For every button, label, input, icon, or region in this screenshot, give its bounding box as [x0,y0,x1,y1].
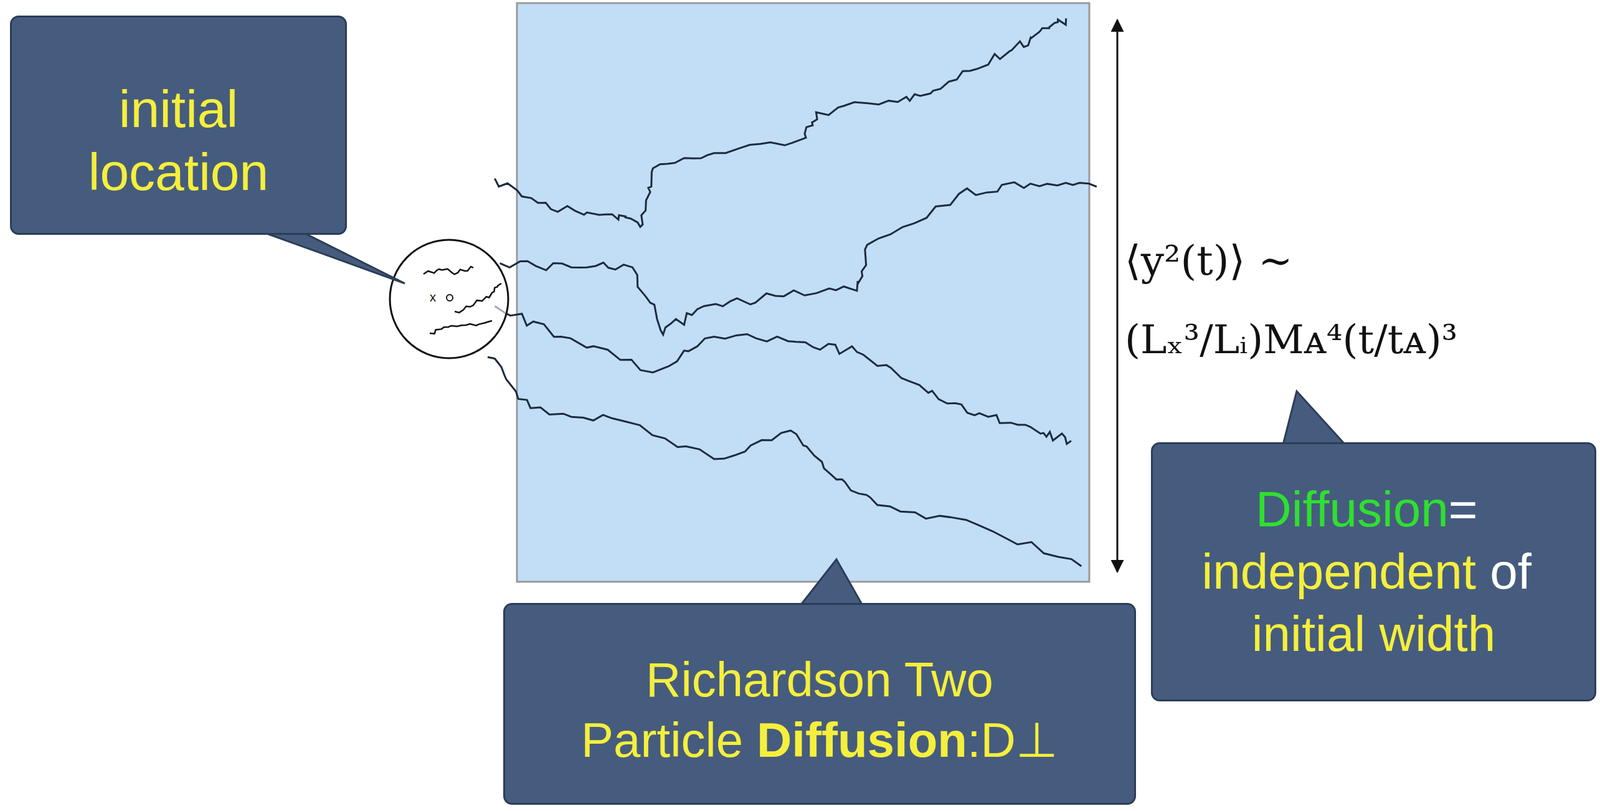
callout-text: initial location [88,79,270,202]
trajectories [487,18,1097,567]
initial-circle [389,239,509,359]
trajectory [487,356,1082,567]
squiggle [454,283,502,313]
callout-box: Diffusion=independentofinitial width [1150,442,1597,702]
callout-box: initial location [9,15,347,235]
callout-text: = [1448,478,1478,541]
formula: ⟨y²(t)⟩ ∼ [1124,236,1293,285]
trajectory [494,305,1071,444]
circle-squiggles [423,266,502,334]
trajectory [494,18,1066,227]
callout-text: Diffusion [1255,478,1449,541]
callout-box: Richardson Two ParticleDiffusion:D⊥ [503,602,1137,805]
callout-text: initial width [1251,602,1496,666]
callout-tail [1282,391,1346,445]
start-dot [446,294,453,301]
callout-text: Diffusion [756,712,968,768]
point-mark: x [429,290,436,305]
region-box [516,3,1090,582]
squiggle [423,266,474,275]
callout-tail [800,559,863,606]
callout-text: independent [1202,540,1477,603]
callout-tail [261,230,405,284]
squiggle [429,320,493,334]
width-arrow [1116,19,1119,572]
formula: (Lₓ³/Lᵢ)Mᴀ⁴(t/tᴀ)³ [1124,316,1458,363]
trajectory [500,182,1097,336]
callout-text: :D⊥ [967,712,1059,768]
callout-text: of [1489,540,1532,603]
